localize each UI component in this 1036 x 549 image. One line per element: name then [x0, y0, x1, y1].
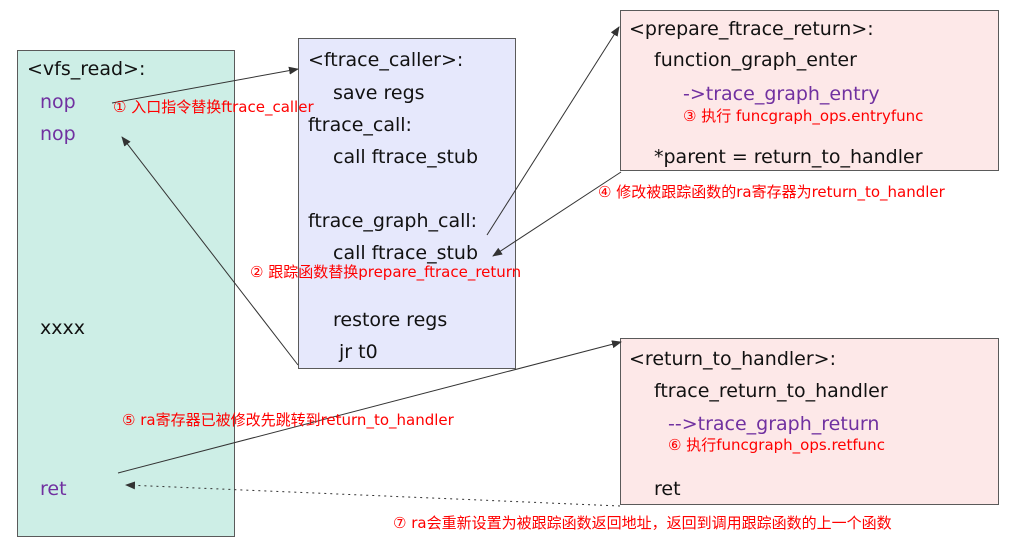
- return-to-handler-ret: ret: [654, 478, 681, 500]
- ftrace-return-to-handler: ftrace_return_to_handler: [654, 380, 888, 402]
- vfs-read-xxxx: xxxx: [40, 317, 85, 339]
- ftrace-graph-call-label: ftrace_graph_call:: [308, 210, 478, 232]
- ftrace-caller-box: [298, 38, 516, 369]
- function-graph-enter: function_graph_enter: [654, 49, 857, 71]
- trace-graph-entry: ->trace_graph_entry: [683, 83, 880, 105]
- arrow-ret-to-return-handler: [117, 340, 622, 474]
- ftrace-caller-save-regs: save regs: [333, 82, 425, 104]
- annotation-4: ④ 修改被跟踪函数的ra寄存器为return_to_handler: [598, 183, 945, 201]
- vfs-read-box: [17, 50, 235, 537]
- arrow-graph-call-to-prepare: [486, 26, 620, 236]
- arrow-entry-to-ftrace-caller: [111, 66, 299, 104]
- vfs-read-nop-2: nop: [40, 123, 76, 145]
- annotation-2: ② 跟踪函数替换prepare_ftrace_return: [250, 263, 522, 281]
- trace-graph-return: -->trace_graph_return: [668, 413, 880, 435]
- note-entryfunc: ③ 执行 funcgraph_ops.entryfunc: [683, 107, 924, 125]
- ftrace-caller-jr-t0: jr t0: [339, 341, 378, 363]
- parent-assignment: *parent = return_to_handler: [654, 146, 923, 168]
- prepare-ftrace-return-box: [620, 10, 999, 171]
- return-to-handler-title: <return_to_handler>:: [629, 348, 836, 370]
- ftrace-call-label: ftrace_call:: [308, 114, 412, 136]
- arrow-prepare-back-to-stub: [492, 171, 622, 257]
- note-retfunc: ⑥ 执行funcgraph_ops.retfunc: [668, 436, 885, 454]
- vfs-read-title: <vfs_read>:: [27, 58, 146, 80]
- ftrace-call-stub-1: call ftrace_stub: [333, 146, 479, 168]
- vfs-read-ret: ret: [40, 478, 67, 500]
- ftrace-caller-restore-regs: restore regs: [333, 309, 448, 331]
- return-to-handler-box: [620, 338, 999, 505]
- prepare-ftrace-return-title: <prepare_ftrace_return>:: [629, 18, 874, 40]
- ftrace-caller-title: <ftrace_caller>:: [308, 49, 464, 71]
- annotation-7: ⑦ ra会重新设置为被跟踪函数返回地址，返回到调用跟踪函数的上一个函数: [393, 514, 892, 532]
- ftrace-call-stub-2: call ftrace_stub: [333, 242, 479, 264]
- annotation-5: ⑤ ra寄存器已被修改先跳转到return_to_handler: [122, 411, 454, 429]
- annotation-1: ① 入口指令替换ftrace_caller: [113, 98, 314, 116]
- arrow-return-handler-back-to-ret: [125, 481, 621, 507]
- vfs-read-nop-1: nop: [40, 91, 76, 113]
- arrow-jr-back-to-nop: [121, 136, 299, 366]
